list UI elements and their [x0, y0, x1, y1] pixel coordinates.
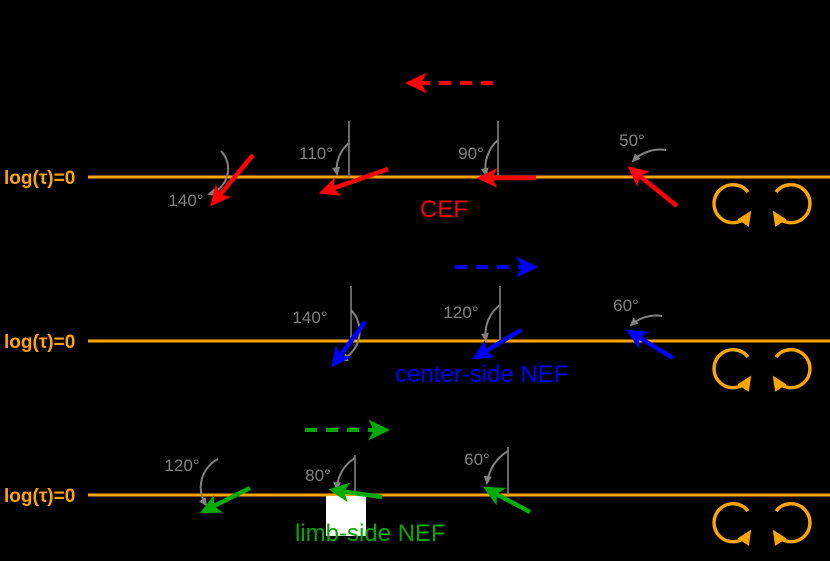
counter-clockwise-rotation-icon-nefl — [772, 502, 812, 546]
field-vector-140-nefc — [331, 320, 367, 368]
center-side-nef-row: log(τ)=0 140° 120° 60° center-side NEF — [4, 256, 830, 392]
field-vector-110-cef — [318, 166, 389, 196]
counter-clockwise-rotation-icon-nefc — [772, 348, 812, 392]
clockwise-rotation-icon-cef — [712, 183, 752, 227]
angle-label-120-nefl: 120° — [164, 456, 199, 475]
field-vector-60-nefl — [483, 486, 532, 514]
rotation-pair-limb-side-nef — [712, 502, 812, 546]
angle-arc-60-nefl — [483, 450, 509, 485]
angle-label-80-nefl: 80° — [305, 466, 331, 485]
angle-arc-120-nefc — [480, 304, 501, 342]
rotation-pair-cef — [712, 183, 812, 227]
field-vector-60-nefc — [626, 329, 675, 360]
field-vector-120-nefl — [199, 485, 252, 514]
limb-side-nef-row: log(τ)=0 120° 80° 60° limb-side NEF — [4, 419, 830, 547]
field-vector-140-cef — [210, 153, 255, 207]
angle-label-140-cef: 140° — [168, 191, 203, 210]
angle-arc-110-cef — [332, 142, 350, 176]
angle-label-50-cef: 50° — [619, 131, 645, 150]
field-vector-120-nefc — [472, 328, 523, 360]
angle-arc-80-nefl — [333, 457, 356, 491]
angle-arc-60-nefc — [629, 314, 663, 327]
angle-label-60-nefc: 60° — [613, 296, 639, 315]
cef-row: log(τ)=0 140° 110° 90° 50° CEF — [4, 72, 830, 227]
counter-clockwise-rotation-icon-cef — [772, 183, 812, 227]
white-occlusion-patch — [326, 496, 366, 536]
angle-arc-50-cef — [631, 148, 667, 163]
baseline-label-center-side-nef: log(τ)=0 — [4, 332, 75, 353]
baseline-label-limb-side-nef: log(τ)=0 — [4, 486, 75, 507]
angle-arc-120-nefl — [198, 458, 219, 507]
rotation-pair-center-side-nef — [712, 348, 812, 392]
row-label-cef: CEF — [420, 196, 468, 223]
angle-label-120-nefc: 120° — [443, 303, 478, 322]
row-label-limb-side-nef: limb-side NEF — [295, 520, 446, 547]
angle-arc-90-cef — [480, 139, 499, 177]
angle-label-90-cef: 90° — [458, 144, 484, 163]
row-label-center-side-nef: center-side NEF — [395, 361, 568, 388]
clockwise-rotation-icon-nefc — [712, 348, 752, 392]
baseline-label-cef: log(τ)=0 — [4, 168, 75, 189]
angle-label-110-cef: 110° — [299, 144, 333, 163]
angle-label-60-nefl: 60° — [464, 450, 490, 469]
clockwise-rotation-icon-nefl — [712, 502, 752, 546]
field-vector-80-nefl — [328, 482, 383, 503]
angle-label-140-nefc: 140° — [292, 308, 327, 327]
field-vector-50-cef — [627, 166, 679, 208]
